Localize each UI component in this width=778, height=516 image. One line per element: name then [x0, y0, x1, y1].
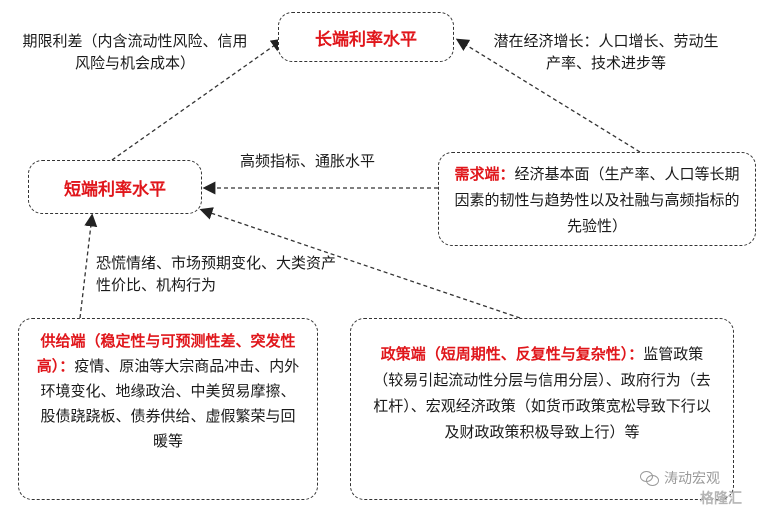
policy-node: 政策端（短周期性、反复性与复杂性）：监管政策（较易引起流动性分层与信用分层）、政…	[350, 318, 734, 500]
supply-body: 疫情、原油等大宗商品冲击、内外环境变化、地缘政治、中美贸易摩擦、股债跷跷板、债券…	[40, 357, 300, 450]
policy-head: 政策端（短周期性、反复性与复杂性）：	[380, 345, 644, 363]
demand-node: 需求端：经济基本面（生产率、人口等长期因素的韧性与趋势性以及社融与高频指标的先验…	[438, 152, 756, 246]
growth-label: 潜在经济增长：人口增长、劳动生产率、技术进步等	[493, 32, 719, 72]
wechat-icon	[640, 471, 659, 486]
long-rate-label: 长端利率水平	[315, 29, 417, 50]
watermark: 涛动宏观	[640, 468, 720, 488]
short-rate-label: 短端利率水平	[64, 179, 166, 200]
term-premium-label: 期限利差（内含流动性风险、信用风险与机会成本）	[22, 32, 248, 72]
high-freq-label: 高频指标、通胀水平	[240, 152, 376, 170]
supply-node: 供给端（稳定性与可预测性差、突发性高）：疫情、原油等大宗商品冲击、内外环境变化、…	[18, 318, 318, 500]
watermark-sub: 格隆汇	[700, 491, 742, 507]
panic-label: 恐慌情绪、市场预期变化、大类资产性价比、机构行为	[96, 254, 337, 294]
short-rate-node: 短端利率水平	[28, 160, 202, 214]
demand-body: 经济基本面（生产率、人口等长期因素的韧性与趋势性以及社融与高频指标的先验性）	[454, 165, 740, 235]
long-rate-node: 长端利率水平	[278, 12, 454, 62]
demand-head: 需求端：	[454, 165, 515, 183]
supply-head: 供给端（稳定性与可预测性差、突发性高）：	[36, 332, 296, 375]
arrow-supply-to-short	[79, 213, 98, 319]
arrow-demand-to-long	[455, 38, 641, 153]
policy-body: 监管政策（较易引起流动性分层与信用分层）、政府行为（去杠杆）、宏观经济政策（如货…	[373, 345, 711, 441]
watermark-main: 涛动宏观	[664, 471, 720, 487]
